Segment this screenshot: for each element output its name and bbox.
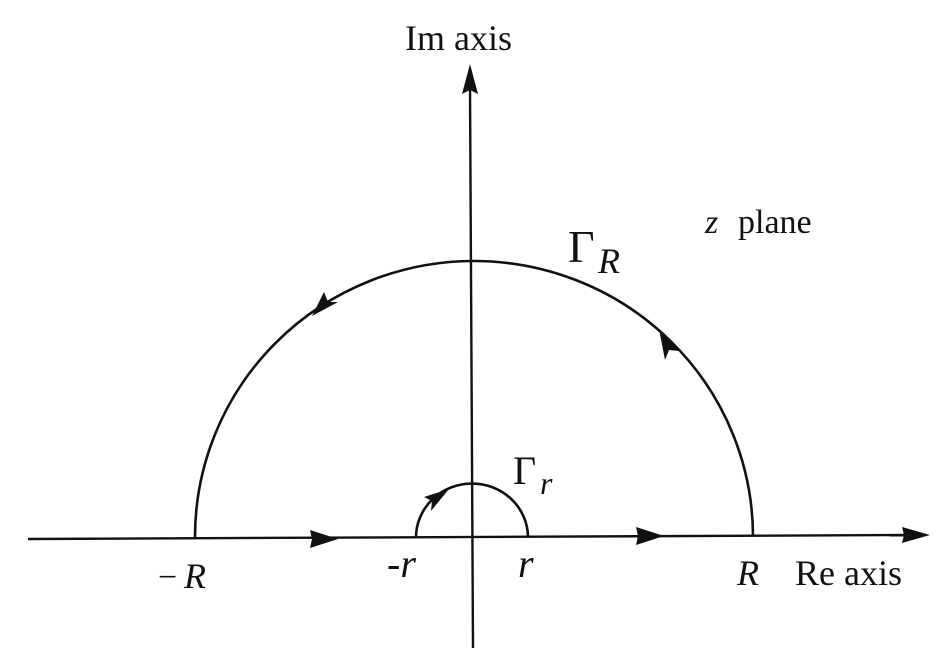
neg-R-sign: −	[158, 559, 177, 596]
pos-R-label: R	[736, 553, 759, 593]
real-axis-line	[27, 533, 913, 541]
neg-R-label: R	[183, 556, 206, 596]
real-axis-arrowhead	[902, 527, 930, 543]
arrow-real-left-segment	[310, 530, 338, 548]
neg-r-label: -r	[387, 541, 416, 586]
imaginary-axis-line	[468, 85, 475, 649]
plane-word-label: plane	[738, 204, 812, 241]
arrow-gamma-r	[424, 489, 449, 511]
gamma-r-symbol: Γ	[513, 448, 536, 493]
im-axis-label: Im axis	[405, 18, 512, 58]
gamma-R-symbol: Γ	[568, 221, 595, 272]
gamma-r-subscript: r	[540, 465, 553, 501]
arrow-gamma-R-right	[659, 329, 679, 360]
pos-r-label: r	[518, 541, 534, 586]
z-variable-label: z	[704, 204, 718, 241]
gamma-r-arc	[414, 482, 530, 539]
gamma-R-arc	[193, 259, 755, 539]
arrow-gamma-R-left	[312, 292, 338, 316]
re-axis-label: Re axis	[795, 553, 902, 593]
imaginary-axis-arrowhead	[462, 64, 478, 94]
gamma-R-subscript: R	[597, 241, 620, 281]
arrow-real-right-segment	[636, 527, 664, 545]
